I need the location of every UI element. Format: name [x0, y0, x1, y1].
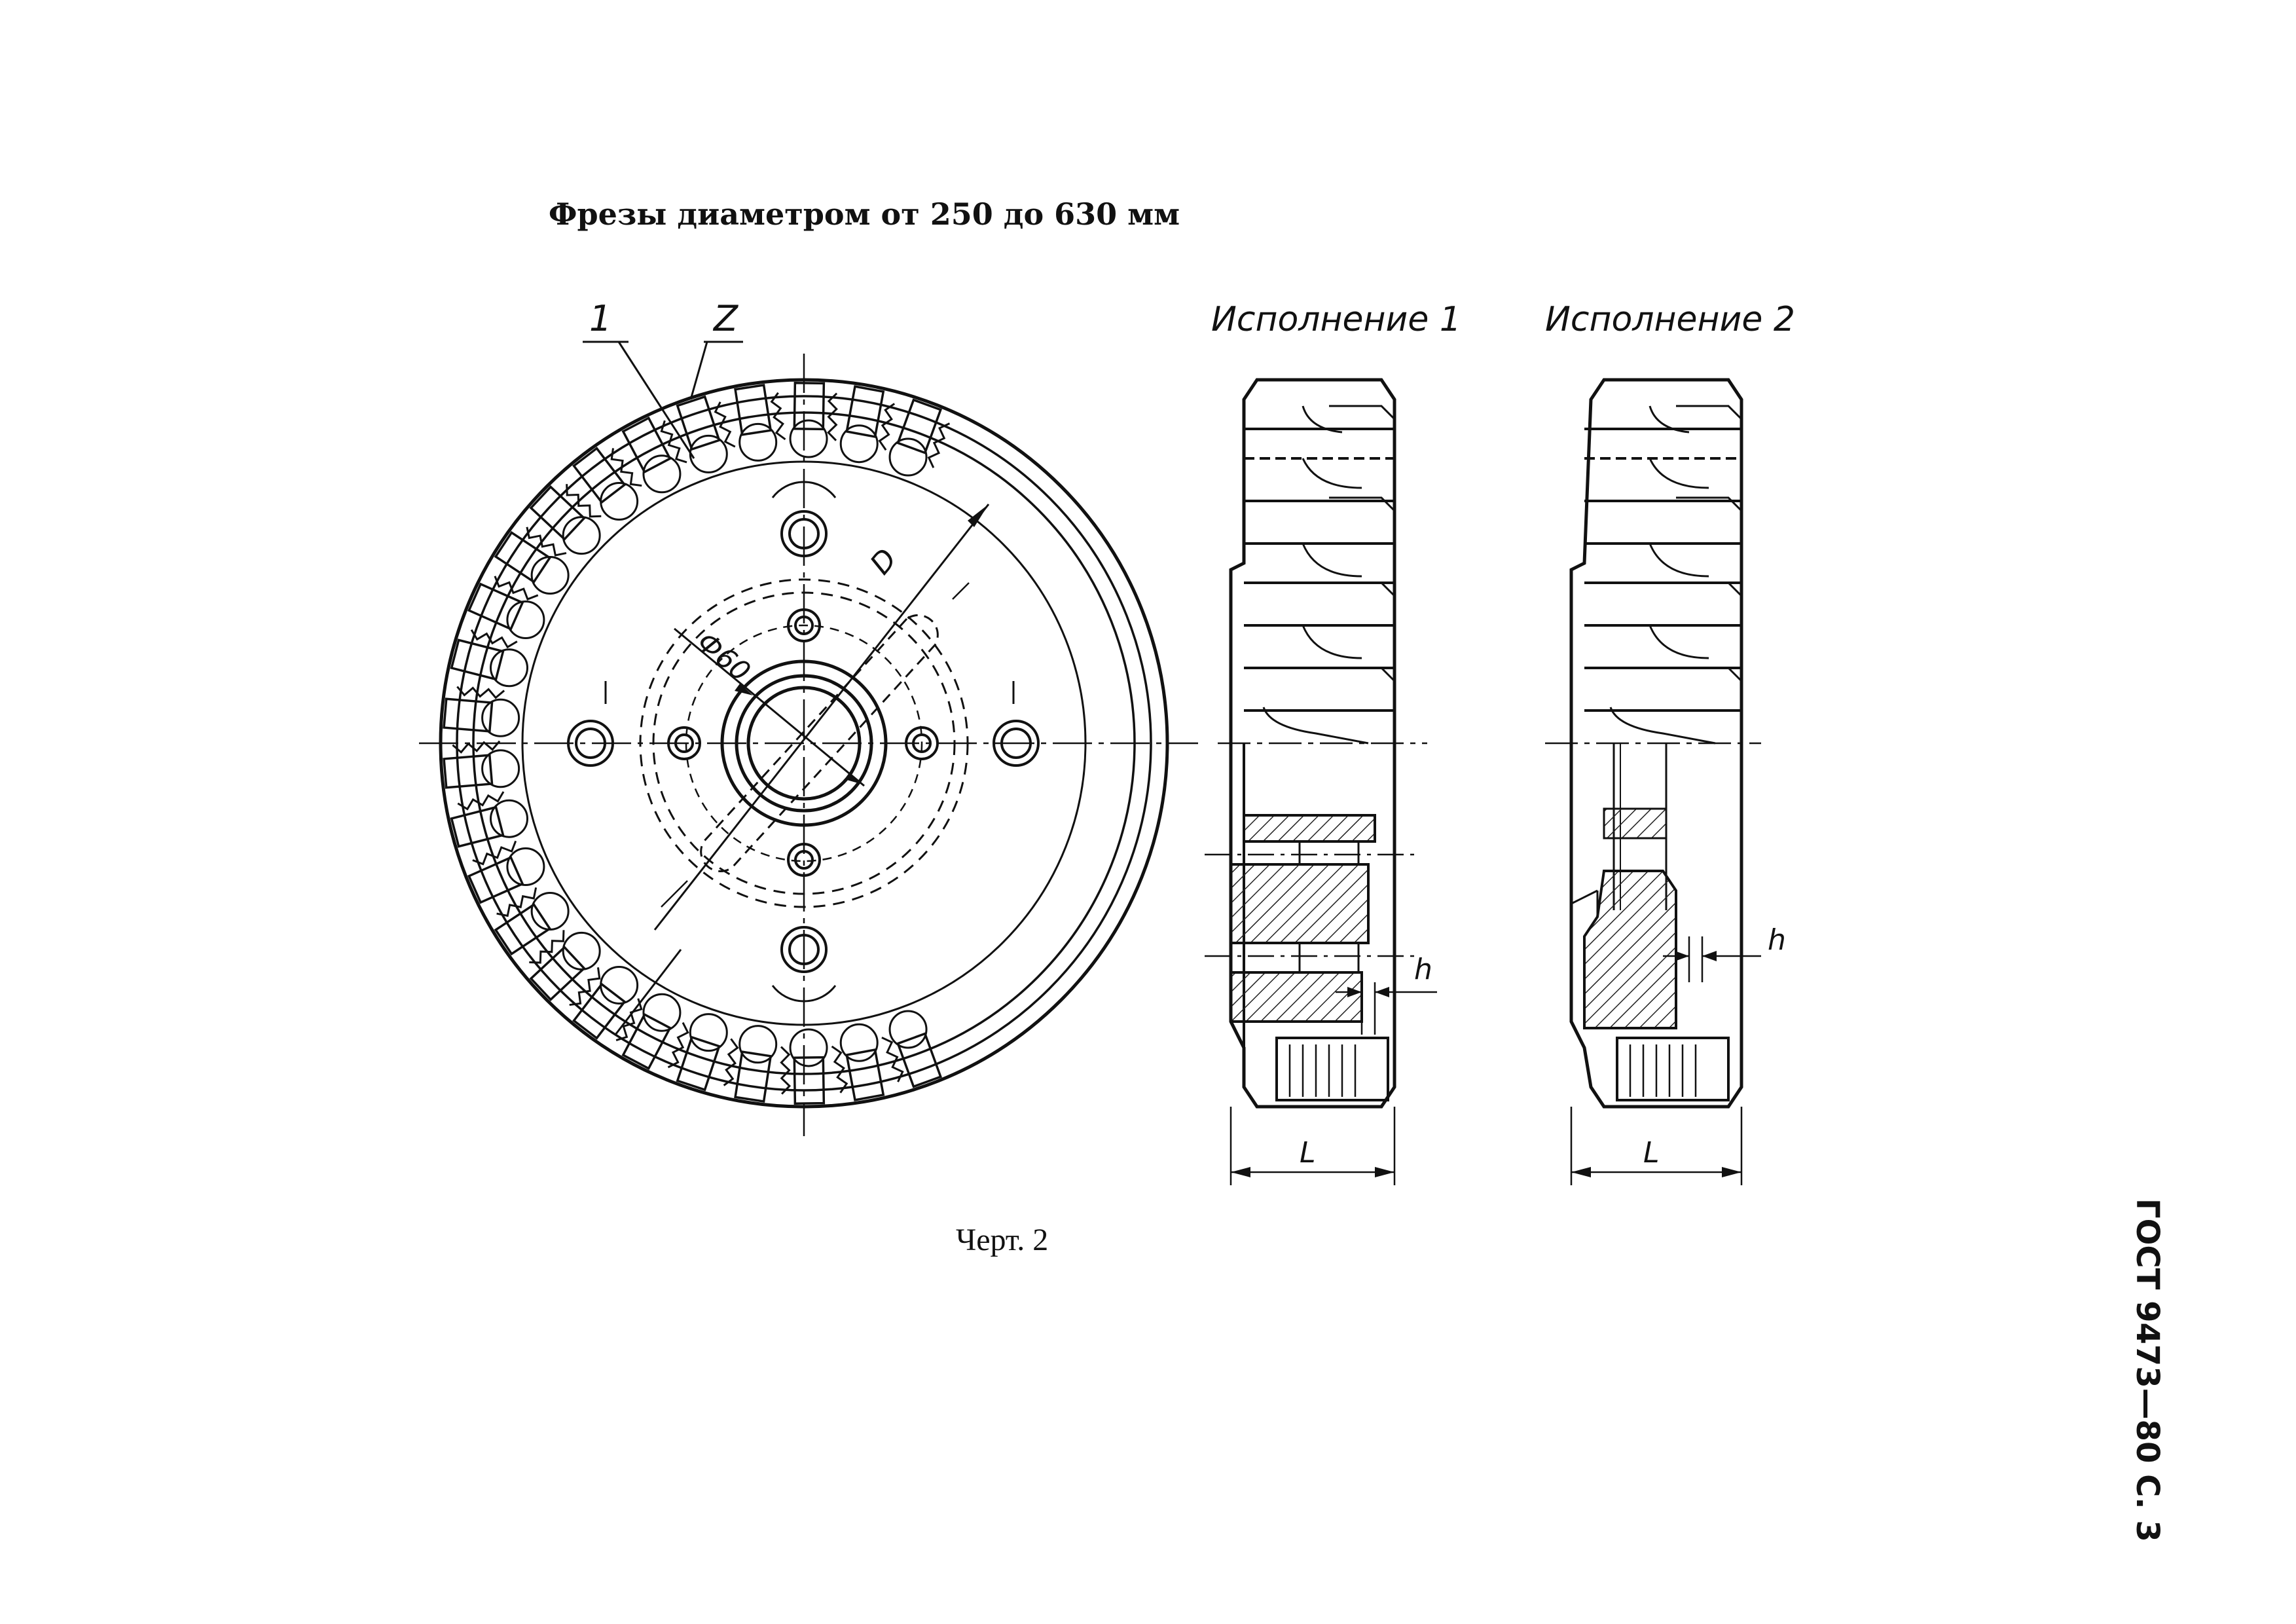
tooth-root	[490, 799, 529, 838]
keyway-slot	[700, 614, 939, 872]
tooth-insert	[676, 1035, 721, 1092]
tooth-root	[530, 555, 570, 595]
tooth-root	[481, 749, 520, 788]
tooth-root	[481, 698, 520, 737]
label-phi60: Ф60	[691, 625, 757, 688]
tooth-root	[738, 1025, 778, 1064]
tooth-serration	[472, 840, 517, 866]
label-z: Z	[712, 298, 738, 339]
tooth-serration	[667, 1022, 689, 1069]
tooth-root	[642, 993, 682, 1032]
tooth-serration	[529, 930, 565, 964]
tooth-serration	[878, 403, 896, 451]
tooth-serration	[610, 448, 642, 487]
tooth-root	[738, 422, 778, 462]
tooth-root	[562, 931, 601, 970]
tooth-serration	[723, 1038, 739, 1086]
tooth-root	[530, 892, 570, 931]
tooth-root	[689, 434, 728, 473]
tooth-serration	[927, 422, 951, 468]
variant-2-view	[1545, 378, 1761, 1185]
tooth-serration	[615, 998, 643, 1041]
variant-2-heading: Исполнение 2	[1545, 300, 1795, 339]
tooth-serration	[831, 1045, 848, 1094]
tooth-serration	[494, 576, 539, 600]
variant-1-h-label: h	[1414, 953, 1432, 986]
variant-1-l-label: L	[1300, 1136, 1316, 1170]
standard-code: ГОСТ 9473—80 С. 3	[2129, 1198, 2198, 1542]
tooth-root	[839, 424, 879, 464]
tooth-root	[642, 454, 682, 494]
tooth-serration	[660, 420, 687, 464]
outer-bolt-holes	[567, 510, 1040, 973]
tooth-serration	[457, 791, 505, 811]
tooth-serration	[569, 967, 601, 1006]
tooth-root	[789, 419, 828, 458]
tooth-serration	[496, 887, 538, 917]
figure-caption: Черт. 2	[956, 1223, 1049, 1257]
tooth-insert	[450, 638, 505, 681]
tooth-root	[506, 847, 545, 886]
variant-2-l-label: L	[1643, 1136, 1660, 1170]
tooth-insert	[450, 805, 505, 848]
tooth-root	[600, 965, 639, 1005]
tooth-serration	[827, 392, 838, 441]
tooth-serration	[452, 740, 501, 754]
variant-1-heading: Исполнение 1	[1211, 300, 1461, 339]
tooth-serration	[780, 1046, 792, 1095]
tooth-root	[839, 1023, 879, 1062]
tooth-serration	[566, 484, 602, 518]
variant-2-h-label: h	[1768, 923, 1786, 957]
tooth-serration	[470, 629, 518, 649]
tooth-serration	[526, 526, 567, 557]
page-title: Фрезы диаметром от 250 до 630 мм	[548, 196, 1180, 232]
tooth-serration	[881, 1037, 904, 1082]
tooth-insert	[467, 856, 524, 904]
tooth-root	[562, 516, 601, 555]
tooth-root	[600, 482, 639, 521]
tooth-serration	[714, 401, 736, 448]
tooth-insert	[734, 1050, 773, 1103]
tooth-root	[490, 648, 529, 688]
tooth-root	[789, 1028, 828, 1067]
label-1: 1	[589, 298, 611, 339]
tooth-insert	[845, 385, 885, 438]
tooth-root	[888, 1010, 928, 1049]
tooth-root	[689, 1013, 728, 1052]
tooth-insert	[896, 1032, 943, 1088]
tooth-insert	[845, 1048, 885, 1101]
front-view	[419, 341, 1198, 1136]
variant-1-view	[1205, 378, 1437, 1185]
tooth-insert	[734, 384, 773, 436]
label-d: D	[864, 542, 903, 581]
tooth-serration	[456, 686, 505, 699]
tooth-root	[506, 600, 545, 640]
tooth-insert	[467, 582, 524, 631]
tooth-serration	[770, 392, 786, 441]
standard-code-text: ГОСТ 9473—80 С. 3	[2129, 1198, 2166, 1542]
tooth-root	[888, 437, 928, 477]
cutter-teeth	[443, 381, 951, 1105]
inner-bolt-holes	[667, 608, 939, 877]
